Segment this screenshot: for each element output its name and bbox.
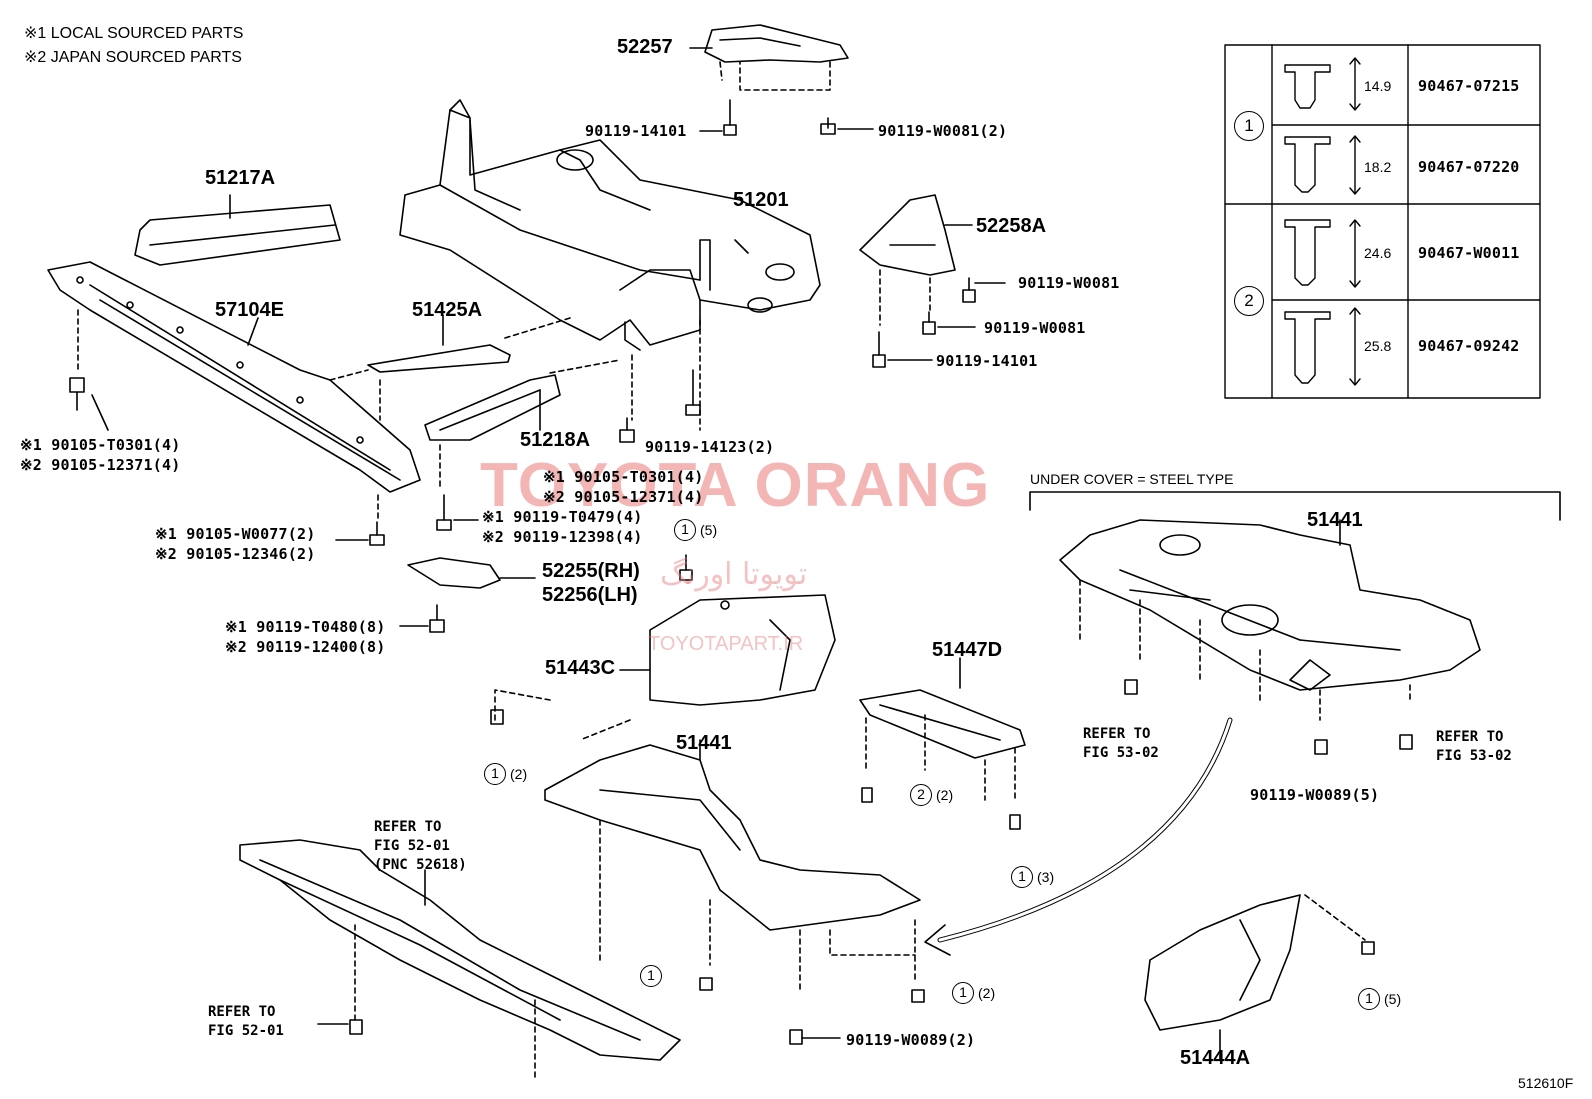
part-label-57104e: 57104E: [215, 299, 284, 321]
part-label-51201: 51201: [733, 189, 789, 211]
clip-table-grid: [1224, 44, 1541, 399]
refer-fig-52-01-top-line2: FIG 52-01: [374, 838, 450, 854]
watermark-main: TOYOTA ORANG: [480, 451, 991, 520]
fastener-90119-w0081-2: 90119-W0081(2): [878, 122, 1008, 140]
part-label-52258a: 52258A: [976, 215, 1047, 237]
figure-number: 512610F: [1518, 1075, 1574, 1091]
clip-group-1-number: 1: [1234, 111, 1264, 141]
part-57104e-drawing: [47, 261, 421, 521]
fastener-90119-w0081-b: 90119-W0081: [984, 319, 1086, 337]
callout-1-c5: 1: [640, 965, 662, 987]
fastener-90119-w0089-2: 90119-W0089(2): [846, 1031, 976, 1049]
part-51217a-drawing: [134, 194, 341, 266]
clip-part-90467-09242: 90467-09242: [1418, 337, 1520, 355]
part-label-51443c: 51443C: [545, 657, 616, 679]
callout-2-c3: 2: [910, 784, 932, 806]
refer-fig-52-01-bottom-line1: REFER TO: [208, 1004, 276, 1020]
part-label-52257: 52257: [617, 36, 673, 58]
fastener-51218a-2: ※2 90119-12398(4): [482, 528, 643, 546]
fastener-mid-2: ※2 90105-12371(4): [543, 488, 704, 506]
part-51447d-drawing: [859, 657, 1026, 830]
fastener-57104e-2: ※2 90105-12371(4): [20, 456, 181, 474]
refer-fig-52-01-bottom-line2: FIG 52-01: [208, 1023, 284, 1039]
part-52618-drawing: [239, 839, 681, 1081]
callout-count-c1: (5): [700, 522, 718, 538]
refer-fig-53-02-left-line1: REFER TO: [1083, 726, 1151, 742]
curved-arrow: [924, 717, 1233, 956]
part-label-51447d: 51447D: [932, 639, 1003, 661]
part-51441-lower-drawing: [494, 689, 921, 991]
bolts-mid: [335, 369, 701, 633]
watermark-persian: تویوتا اورنگ: [660, 557, 808, 592]
callout-count-c6: (2): [978, 985, 996, 1001]
part-label-51217a: 51217A: [205, 167, 276, 189]
clip-group-2-number: 2: [1234, 286, 1264, 316]
under-cover-bracket: [1029, 491, 1561, 521]
callout-count-c4: (3): [1037, 869, 1055, 885]
callout-count-c2: (2): [510, 766, 528, 782]
part-52258a-drawing: [859, 194, 1006, 368]
clip-part-90467-07220: 90467-07220: [1418, 158, 1520, 176]
part-label-52255: 52255(RH): [542, 560, 640, 582]
part-51441-upper-drawing: [1059, 519, 1481, 755]
clips-small: [490, 709, 925, 1045]
refer-fig-52-01-top-line1: REFER TO: [374, 819, 442, 835]
part-52255-drawing: [407, 557, 536, 589]
clip-dim-18-2: 18.2: [1364, 159, 1392, 175]
fastener-90119-14101-right: 90119-14101: [936, 352, 1038, 370]
note-japan-sourced: ※2 JAPAN SOURCED PARTS: [24, 49, 242, 66]
callout-1-c1: 1: [674, 519, 696, 541]
fastener-52255-2: ※2 90119-12400(8): [225, 638, 386, 656]
fastener-90119-14123: 90119-14123(2): [645, 438, 775, 456]
callout-1-c7: 1: [1358, 988, 1380, 1010]
watermark-url: TOYOTAPART.IR: [648, 633, 804, 655]
part-label-51441-lower: 51441: [676, 732, 732, 754]
callout-count-c3: (2): [936, 787, 954, 803]
part-label-52256: 52256(LH): [542, 584, 638, 606]
fastener-90119-14101-top: 90119-14101: [585, 122, 687, 140]
part-51443c-drawing: [619, 554, 836, 706]
refer-fig-52-01-top-line3: (PNC 52618): [374, 857, 467, 873]
fastener-57104e-1: ※1 90105-T0301(4): [20, 436, 181, 454]
part-label-51444a: 51444A: [1180, 1047, 1251, 1069]
fastener-left-2: ※2 90105-12346(2): [155, 545, 316, 563]
part-label-51425a: 51425A: [412, 299, 483, 321]
bolts-52257: [699, 99, 874, 136]
bolt-57104e: [69, 377, 109, 431]
note-local-sourced: ※1 LOCAL SOURCED PARTS: [24, 25, 244, 42]
part-51425a-drawing: [329, 314, 571, 421]
callout-1-c4: 1: [1011, 866, 1033, 888]
fastener-90119-w0089-5: 90119-W0089(5): [1250, 786, 1380, 804]
clip-dim-14-9: 14.9: [1364, 78, 1392, 94]
refer-fig-53-02-right-line2: FIG 53-02: [1436, 748, 1512, 764]
clip-part-90467-07215: 90467-07215: [1418, 77, 1520, 95]
part-label-51218a: 51218A: [520, 429, 591, 451]
clip-dim-24-6: 24.6: [1364, 245, 1392, 261]
callout-1-c6: 1: [952, 982, 974, 1004]
fastener-90119-w0081-a: 90119-W0081: [1018, 274, 1120, 292]
refer-fig-53-02-right-line1: REFER TO: [1436, 729, 1504, 745]
under-cover-label: UNDER COVER = STEEL TYPE: [1030, 471, 1234, 487]
fastener-52255-1: ※1 90119-T0480(8): [225, 618, 386, 636]
part-52257-drawing: [689, 24, 849, 91]
fastener-mid-1: ※1 90105-T0301(4): [543, 468, 704, 486]
part-51218a-drawing: [424, 359, 621, 491]
callout-1-c2: 1: [484, 763, 506, 785]
clip-part-90467-w0011: 90467-W0011: [1418, 244, 1520, 262]
clip-dim-25-8: 25.8: [1364, 338, 1392, 354]
fastener-51218a-1: ※1 90119-T0479(4): [482, 508, 643, 526]
fastener-left-1: ※1 90105-W0077(2): [155, 525, 316, 543]
refer-fig-53-02-left-line2: FIG 53-02: [1083, 745, 1159, 761]
callout-count-c7: (5): [1384, 991, 1402, 1007]
part-51201-drawing: [399, 99, 821, 431]
part-51444a-drawing: [1144, 894, 1375, 1061]
part-label-51441-upper: 51441: [1307, 509, 1363, 531]
